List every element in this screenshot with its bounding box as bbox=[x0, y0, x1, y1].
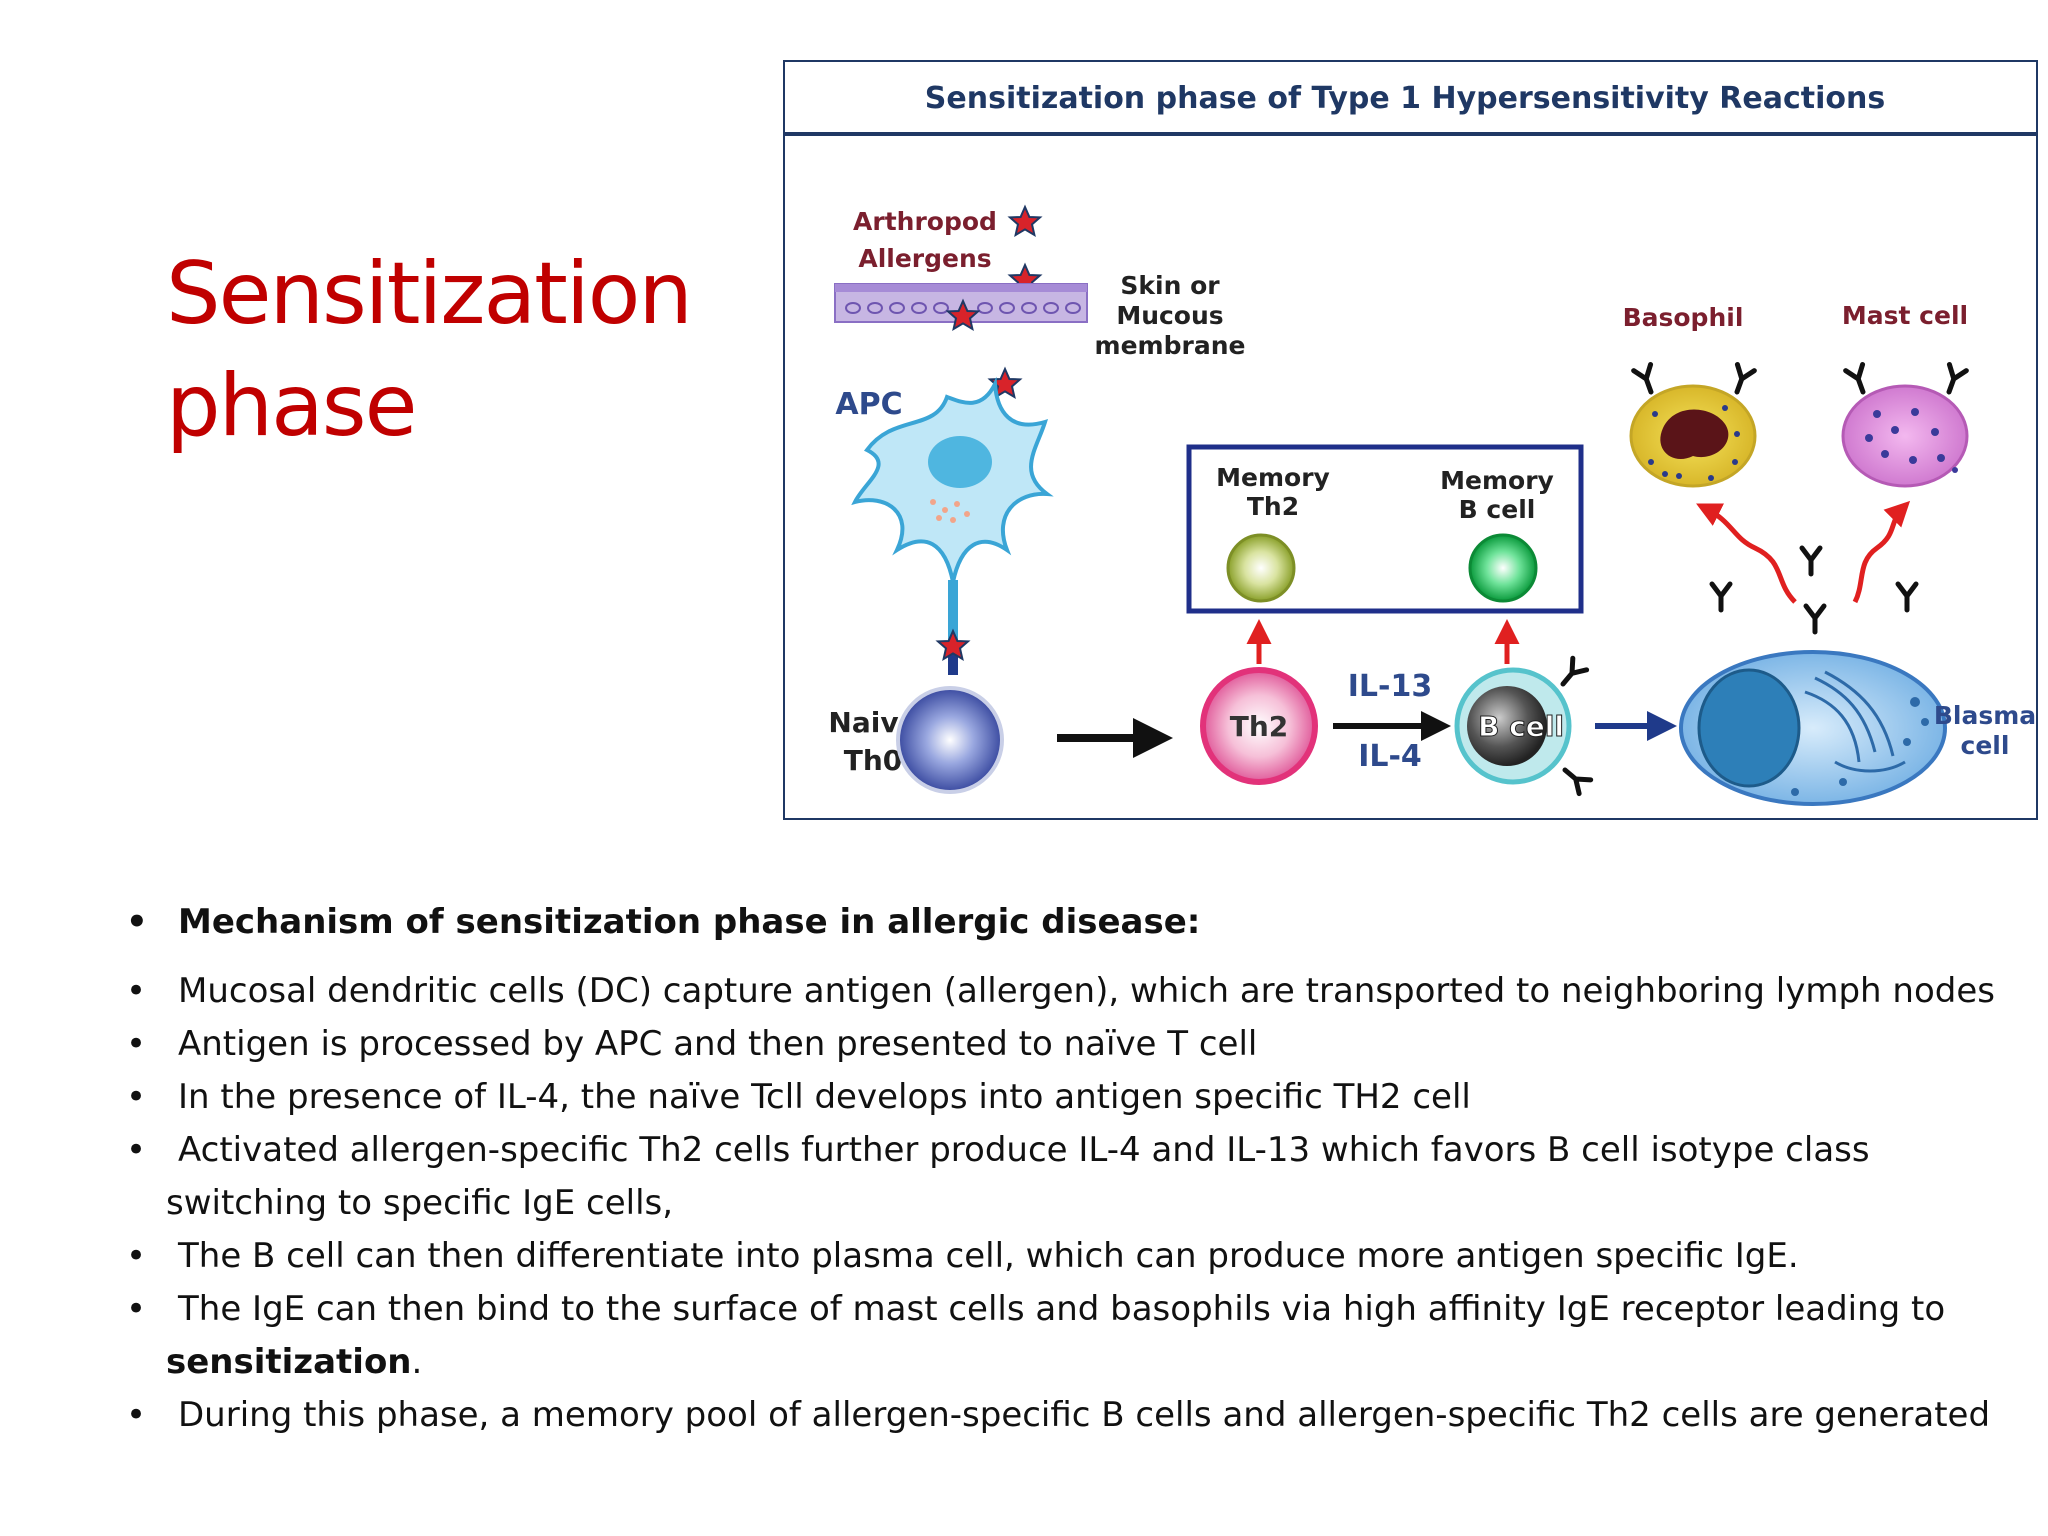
arthropod-label: Arthropod bbox=[853, 207, 997, 236]
bullet-item-5: The B cell can then differentiate into p… bbox=[122, 1230, 2002, 1283]
slide-title-line-2: phase bbox=[166, 356, 418, 456]
apc-label: APC bbox=[835, 387, 902, 422]
bullet-heading: Mechanism of sensitization phase in alle… bbox=[122, 896, 2002, 949]
slide-title: Sensitization phase bbox=[166, 238, 726, 462]
sensitization-diagram: Sensitization phase of Type 1 Hypersensi… bbox=[783, 60, 2038, 820]
diagram-title: Sensitization phase of Type 1 Hypersensi… bbox=[925, 81, 1885, 116]
bullet-item-3: In the presence of IL-4, the naïve Tcll … bbox=[122, 1071, 2002, 1124]
skin-label-1: Skin or bbox=[1120, 271, 1220, 300]
basophil-antibody-1 bbox=[1634, 364, 1660, 395]
memory-th2-label-2: Th2 bbox=[1247, 492, 1299, 521]
bcell-antibody-1 bbox=[1556, 658, 1587, 689]
sensitization-term: sensitization bbox=[166, 1342, 412, 1382]
apc-dendritic-cell bbox=[851, 376, 1054, 675]
ige-antibody-1 bbox=[1712, 584, 1730, 610]
memory-b-label-1: Memory bbox=[1440, 466, 1554, 495]
basophil-label: Basophil bbox=[1623, 303, 1744, 332]
th2-label: Th2 bbox=[1230, 710, 1289, 743]
mechanism-bullets: Mechanism of sensitization phase in alle… bbox=[122, 896, 2002, 1442]
memory-th2-label-1: Memory bbox=[1216, 463, 1330, 492]
naive-label-2: Th0 bbox=[844, 744, 903, 777]
il4-label: IL-4 bbox=[1358, 739, 1422, 774]
memory-b-cell bbox=[1468, 533, 1538, 603]
basophil-cell bbox=[1629, 384, 1757, 488]
slide-title-line-1: Sensitization bbox=[166, 244, 693, 344]
diagram-canvas: Sensitization phase of Type 1 Hypersensi… bbox=[785, 81, 2036, 806]
th2-cell bbox=[1200, 667, 1318, 785]
plasma-cell bbox=[1679, 650, 1947, 806]
allergens-label: Allergens bbox=[858, 244, 991, 273]
arrow-plasma-to-basophil bbox=[1696, 503, 1797, 604]
mastcell-antibody-2 bbox=[1941, 364, 1967, 395]
mastcell-antibody-1 bbox=[1846, 364, 1872, 395]
arrow-plasma-to-mastcell bbox=[1852, 500, 1911, 604]
naive-th0-cell bbox=[896, 686, 1004, 794]
bullet-item-7: During this phase, a memory pool of alle… bbox=[122, 1389, 2002, 1442]
bcell-antibody-2 bbox=[1559, 763, 1590, 794]
bullet-item-1: Mucosal dendritic cells (DC) capture ant… bbox=[122, 965, 2002, 1018]
ige-antibody-3 bbox=[1806, 606, 1824, 632]
il13-label: IL-13 bbox=[1348, 669, 1432, 704]
ige-antibody-2 bbox=[1802, 548, 1820, 574]
basophil-antibody-2 bbox=[1729, 364, 1755, 395]
memory-th2-cell bbox=[1226, 533, 1296, 603]
allergen-star-1 bbox=[1009, 206, 1041, 236]
mastcell-label: Mast cell bbox=[1842, 301, 1968, 330]
ige-antibody-4 bbox=[1898, 584, 1916, 610]
skin-label-2: Mucous bbox=[1116, 301, 1223, 330]
bcell-label: B cell bbox=[1478, 710, 1564, 743]
b-cell-nucleus bbox=[1467, 686, 1547, 766]
bullet-item-2: Antigen is processed by APC and then pre… bbox=[122, 1018, 2002, 1071]
blasma-label-1: Blasma bbox=[1934, 701, 2036, 730]
blasma-label-2: cell bbox=[1961, 731, 2010, 760]
mast-cell bbox=[1841, 384, 1969, 488]
bullet-item-6: The IgE can then bind to the surface of … bbox=[122, 1283, 2002, 1389]
skin-label-3: membrane bbox=[1095, 331, 1246, 360]
bullet-item-4: Activated allergen-specific Th2 cells fu… bbox=[122, 1124, 2002, 1230]
memory-b-label-2: B cell bbox=[1459, 495, 1536, 524]
